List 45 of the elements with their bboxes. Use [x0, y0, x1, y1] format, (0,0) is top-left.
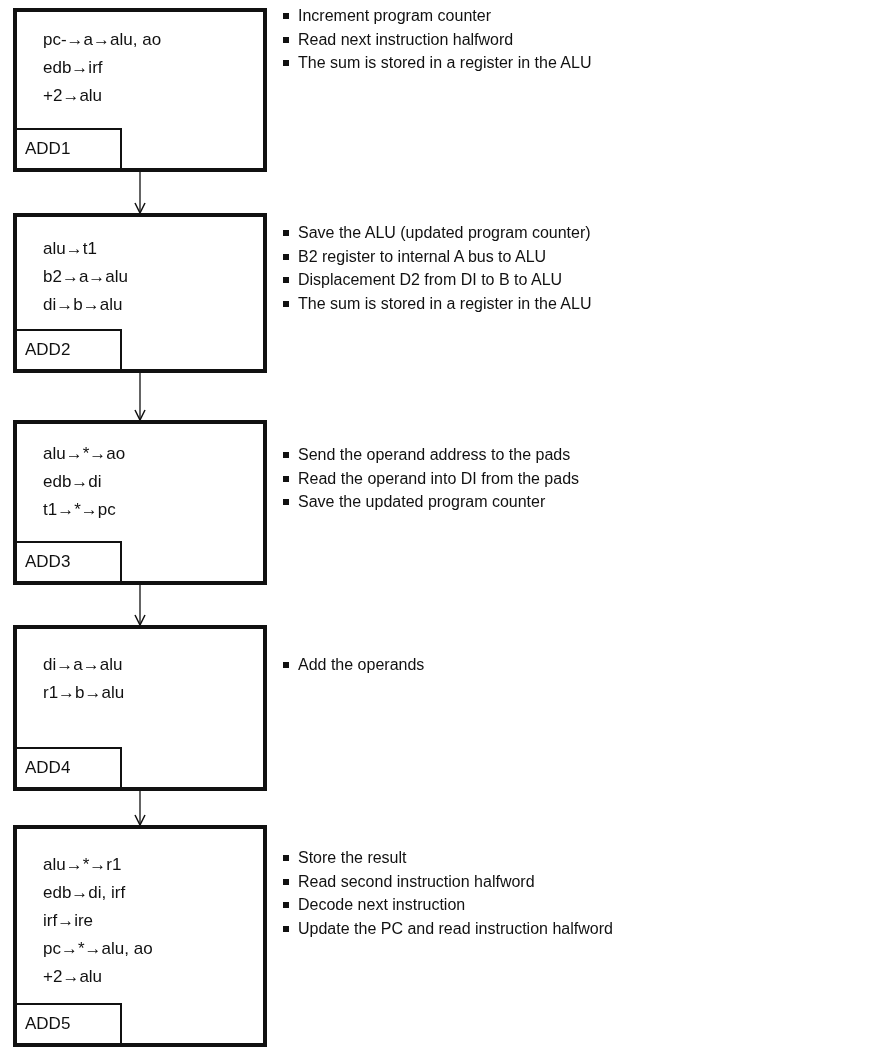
micro-operation: irf→ire [43, 910, 94, 932]
micro-operation: edb→di, irf [43, 882, 126, 904]
micro-operation: alu→*→ao [43, 443, 126, 465]
bullet-note: Decode next instruction [283, 893, 466, 917]
arrow [134, 584, 146, 626]
micro-operation: alu→t1 [43, 238, 97, 260]
micro-operation: pc→*→alu, ao [43, 938, 153, 960]
state-box [13, 825, 267, 1047]
state-label: ADD4 [17, 747, 122, 787]
bullet-note: Read next instruction halfword [283, 27, 514, 51]
state-box [13, 625, 267, 791]
micro-operation: di→b→alu [43, 294, 123, 316]
micro-operation: r1→b→alu [43, 682, 125, 704]
arrow [134, 372, 146, 421]
bullet-note: Store the result [283, 846, 407, 870]
bullet-note: Send the operand address to the pads [283, 443, 571, 467]
bullet-note: Displacement D2 from DI to B to ALU [283, 268, 563, 292]
state-box [13, 213, 267, 373]
micro-operation: edb→di [43, 471, 102, 493]
state-box [13, 420, 267, 585]
bullet-note: Increment program counter [283, 4, 491, 28]
bullet-note: Save the updated program counter [283, 490, 546, 514]
bullet-note: The sum is stored in a register in the ALU [283, 51, 592, 75]
state-label: ADD3 [17, 541, 122, 581]
bullet-note: Read the operand into DI from the pads [283, 466, 580, 490]
bullet-note: Update the PC and read instruction halfword [283, 916, 613, 940]
micro-operation: t1→*→pc [43, 499, 116, 521]
state-label: ADD1 [17, 128, 122, 168]
bullet-note: Add the operands [283, 653, 425, 677]
state-box [13, 8, 267, 172]
arrow [134, 790, 146, 826]
micro-operation: edb→irf [43, 57, 103, 79]
bullet-note: The sum is stored in a register in the ALU [283, 291, 592, 315]
bullet-note: Read second instruction halfword [283, 869, 535, 893]
bullet-note: B2 register to internal A bus to ALU [283, 244, 547, 268]
arrow [134, 171, 146, 214]
bullet-note: Save the ALU (updated program counter) [283, 221, 591, 245]
micro-operation: b2→a→alu [43, 266, 129, 288]
micro-operation: alu→*→r1 [43, 854, 122, 876]
micro-operation: pc-→a→alu, ao [43, 29, 162, 51]
state-label: ADD2 [17, 329, 122, 369]
micro-operation: +2→alu [43, 85, 103, 107]
state-label: ADD5 [17, 1003, 122, 1043]
micro-operation: +2→alu [43, 966, 103, 988]
micro-operation: di→a→alu [43, 654, 123, 676]
